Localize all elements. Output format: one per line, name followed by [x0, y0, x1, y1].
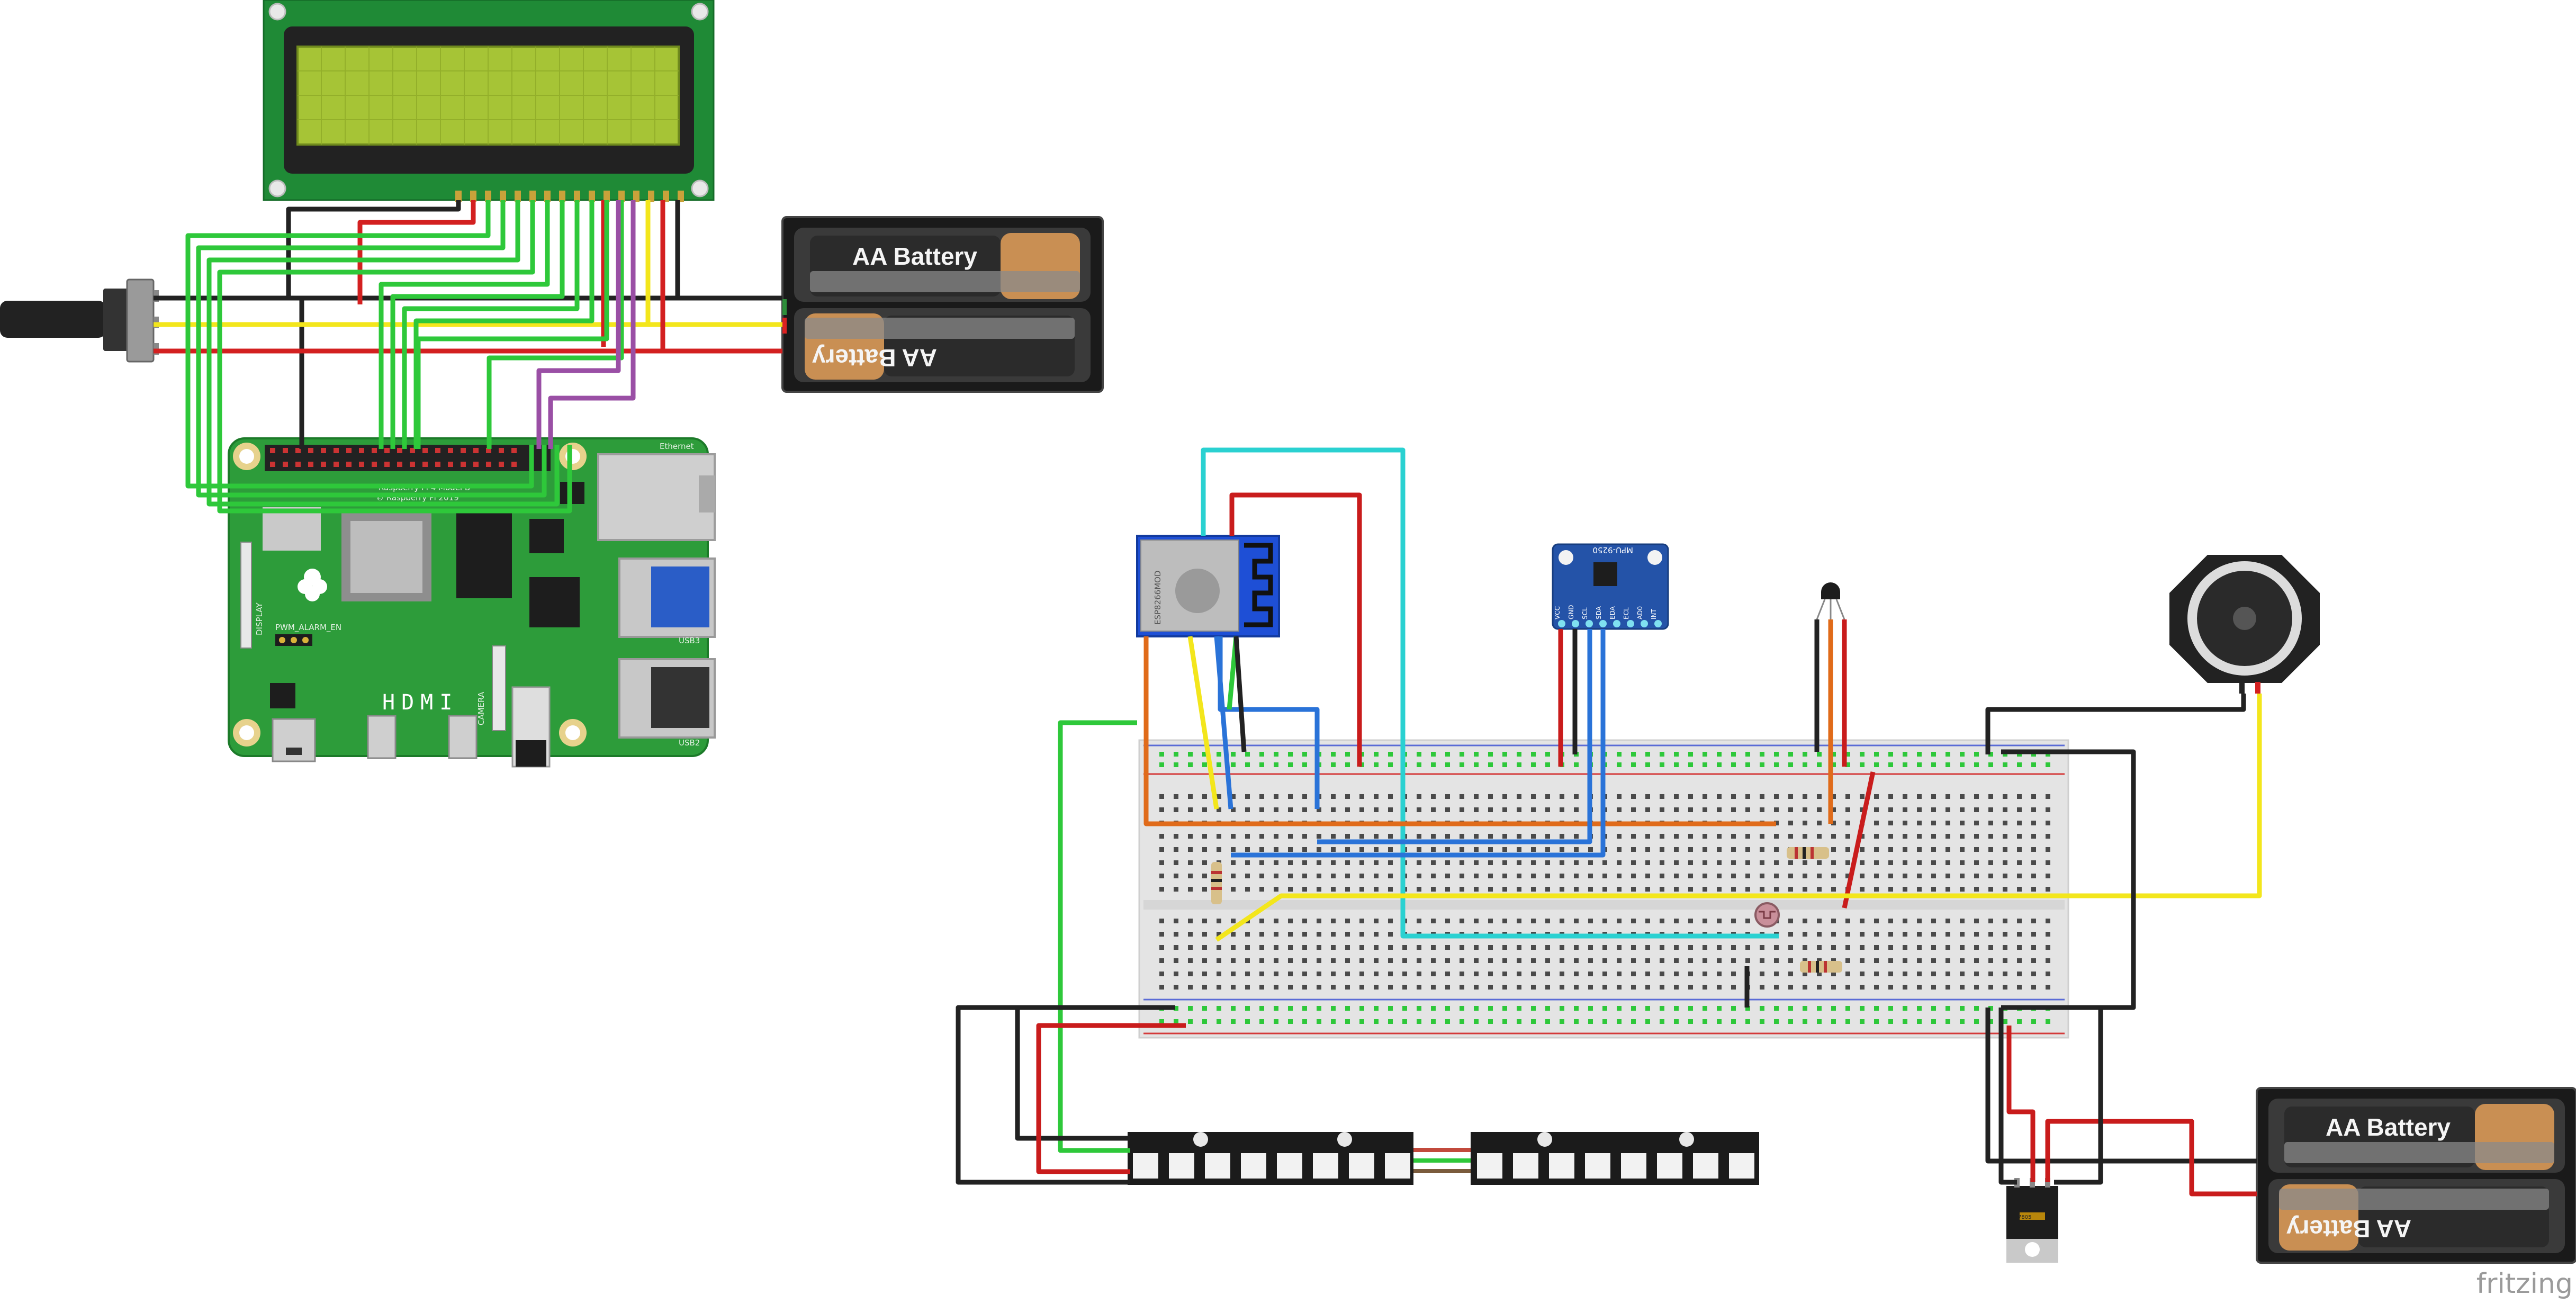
led-cell — [1693, 1153, 1718, 1179]
battery-label-bottom-2: AA Battery — [2286, 1215, 2411, 1243]
battery-pack-bottom: AA Battery AA Battery — [2256, 1087, 2576, 1264]
fritzing-watermark: fritzing — [2476, 1268, 2573, 1300]
imu-pin-label: SCL — [1581, 607, 1589, 619]
photoresistor — [1754, 902, 1780, 928]
wires-lcd-pi — [154, 200, 782, 514]
battery-label-top-1: AA Battery — [852, 242, 977, 270]
raspberry-pi: Raspberry Pi 4 Model B © Raspberry Pi 20… — [228, 437, 716, 768]
potentiometer — [0, 278, 159, 363]
imu-sensor: MPU-9250 VCC GND SCL SDA EDA ECL AD0 INT — [1552, 543, 1669, 630]
imu-pin-label: SDA — [1595, 606, 1602, 619]
imu-pin-label: VCC — [1554, 606, 1561, 619]
led-cell — [1585, 1153, 1610, 1179]
imu-pin — [1572, 620, 1579, 627]
led-cell — [1313, 1153, 1338, 1179]
led-cell — [1349, 1153, 1374, 1179]
imu-pin — [1558, 620, 1565, 627]
imu-label: MPU-9250 — [1592, 545, 1633, 555]
imu-pin-labels: VCC GND SCL SDA EDA ECL AD0 INT — [1554, 605, 1662, 627]
led-cell — [1513, 1153, 1538, 1179]
led-cell — [1241, 1153, 1266, 1179]
led-cell — [1729, 1153, 1754, 1179]
pi-pwm-label: PWM_ALARM_EN — [275, 623, 341, 633]
battery-label-top-2: AA Battery — [812, 344, 937, 372]
regulator-label: 7805 — [2018, 1215, 2031, 1220]
led-cell — [1205, 1153, 1230, 1179]
led-cell — [1477, 1153, 1502, 1179]
imu-pin — [1586, 620, 1593, 627]
speaker — [2169, 555, 2320, 694]
led-cell — [1277, 1153, 1302, 1179]
imu-pin-label: INT — [1650, 608, 1658, 619]
imu-pin — [1654, 620, 1662, 627]
imu-pin — [1627, 620, 1634, 627]
imu-pin-label: GND — [1568, 605, 1575, 619]
voltage-regulator: 7805 — [2006, 1178, 2058, 1263]
led-strip — [1128, 1132, 1759, 1185]
pi-usb3-label: USB3 — [679, 636, 700, 645]
wires-breadboard — [956, 447, 2262, 1197]
esp-label: ESP8266MOD — [1153, 570, 1163, 625]
led-cell — [1385, 1153, 1410, 1179]
imu-pin — [1641, 620, 1648, 627]
imu-pin-label: ECL — [1623, 607, 1630, 619]
pi-hdmi-label: HDMI — [382, 690, 458, 715]
battery-pack-top: AA Battery AA Battery — [781, 216, 1104, 393]
resistors — [1211, 847, 1842, 973]
led-cell — [1133, 1153, 1158, 1179]
temperature-sensor — [1816, 582, 1845, 620]
led-cell — [1549, 1153, 1574, 1179]
imu-pin — [1599, 620, 1607, 627]
esp8266-module: ESP8266MOD — [1136, 535, 1280, 637]
led-cell — [1169, 1153, 1194, 1179]
pi-display-label: DISPLAY — [255, 602, 264, 635]
battery-label-bottom-1: AA Battery — [2326, 1113, 2451, 1141]
led-cell — [1657, 1153, 1682, 1179]
pi-camera-label: CAMERA — [476, 691, 486, 725]
imu-pin — [1613, 620, 1620, 627]
lcd-display — [263, 0, 715, 202]
pi-usb2-label: USB2 — [679, 738, 700, 748]
raspberry-logo — [298, 569, 327, 601]
led-cell — [1621, 1153, 1646, 1179]
imu-pin-label: AD0 — [1636, 606, 1644, 619]
pi-ethernet-label: Ethernet — [660, 442, 694, 451]
imu-pin-label: EDA — [1609, 606, 1616, 619]
